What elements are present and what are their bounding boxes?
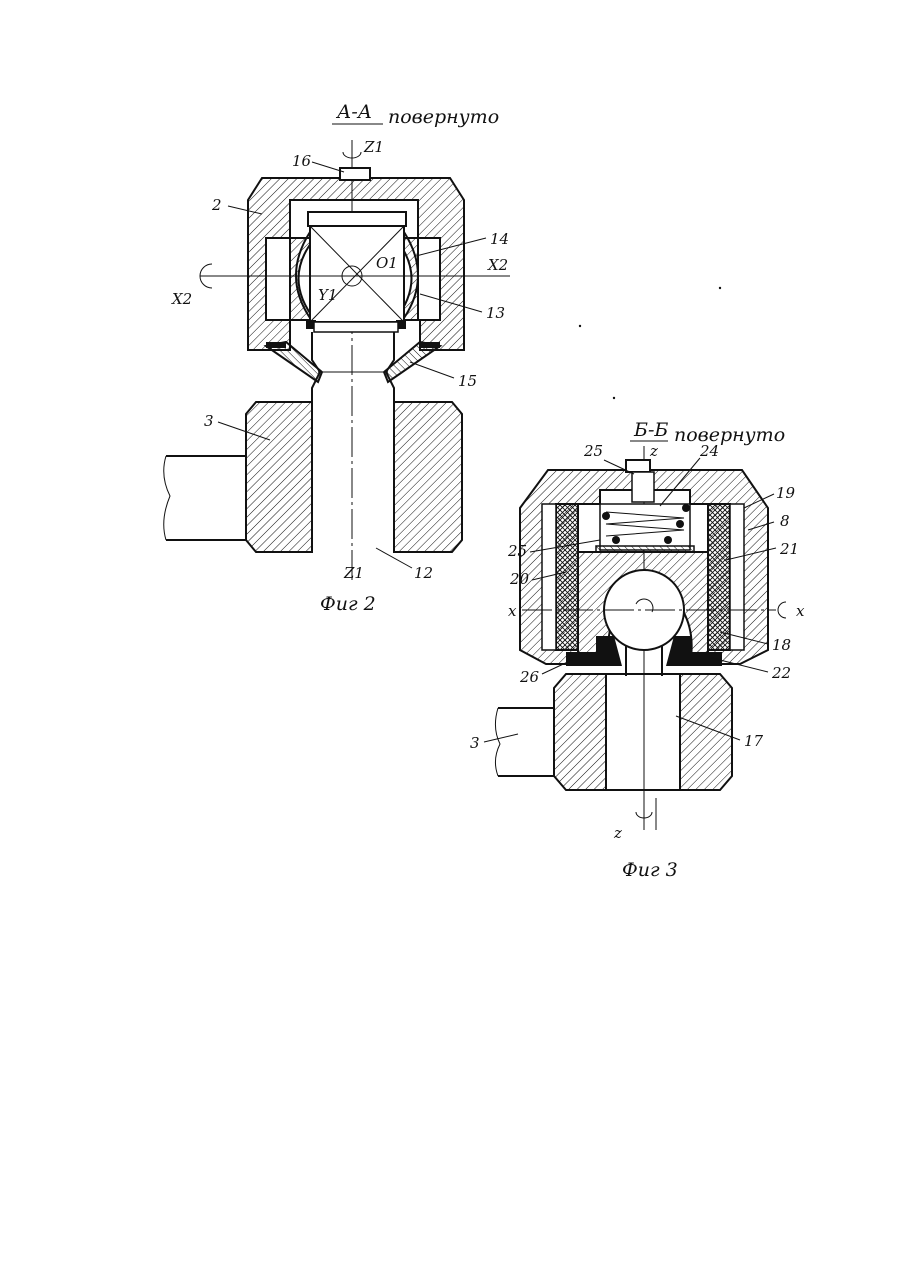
fig3-x-rotation-arrow [778,602,786,618]
fig2-label-16: 16 [292,152,312,170]
fig3-label-22: 22 [771,664,791,682]
lever-3-hub-left [246,402,312,552]
fig2-label-15: 15 [458,372,477,390]
scan-dot [579,325,581,327]
fig3-stem-25 [632,472,654,502]
fig3-label-24: 24 [699,442,719,460]
fig3-lever-hub-left [554,674,606,790]
fig3-pin [626,460,650,472]
pin-16 [340,168,370,180]
fig2-label-x2-right: X2 [487,256,508,274]
fig2-label-3: 3 [204,412,214,430]
fig3-label-20: 20 [509,570,530,588]
fig2-label-y1: Y1 [318,286,337,304]
fig3-label-x-right: x [796,602,805,620]
fig3-label-25b: 25 [507,542,527,560]
lever-3-arm [166,456,246,540]
fig2-label-z1-top: Z1 [363,138,384,156]
fig3-label-z-bottom: z [613,824,622,842]
fig2-label-x2-left: X2 [171,290,192,308]
fig2-section-title: А-А [335,101,372,123]
boot-clamp-left [266,342,286,348]
fig2-label-14: 14 [490,230,509,248]
boot-clamp-right [420,342,440,348]
fig2-label-13: 13 [486,304,505,322]
ball [664,536,672,544]
fig3-lever-3-arm [498,708,554,776]
fig2-label-o1: O1 [376,254,398,272]
ball [676,520,684,528]
fig3-label-3: 3 [470,734,480,752]
fig3-caption: Фиг 3 [622,859,678,881]
ball [682,504,690,512]
fig3-lever-hub-right [680,674,732,790]
fig3-section-title: Б-Б [633,419,668,441]
fig3-section-note: повернуто [674,424,785,446]
ball [612,536,620,544]
fig3-label-26: 26 [519,668,540,686]
leader-3b [484,734,518,742]
fig3-label-x-left: x [508,602,517,620]
scan-dot [719,287,721,289]
fig3-label-z-top: z [649,442,658,460]
bushing-21 [708,504,730,650]
fig2-label-z1-bottom: Z1 [343,564,364,582]
fig2-section-note: повернуто [388,106,499,128]
fig2-label-2: 2 [211,196,222,214]
fig3-label-17: 17 [744,732,764,750]
lever-break-line [164,456,170,540]
inner-plate [308,212,406,226]
fig2-caption: Фиг 2 [320,593,376,615]
fig2-label-12: 12 [414,564,433,582]
figure-3: Б-Б повернуто z z x [470,419,805,881]
sleeve-19 [730,504,744,650]
leader-15 [410,362,454,378]
bushing-20 [556,504,578,650]
fig3-label-18: 18 [772,636,791,654]
ball [602,512,610,520]
figure-2: А-А повернуто Z1 Z1 X2 X2 O1 Y1 [164,101,510,615]
fig3-label-21: 21 [779,540,799,558]
cube-base-plate [314,322,398,332]
fig3-label-25a: 25 [583,442,603,460]
scan-dot [613,397,615,399]
fig3-lever-break-line [495,708,500,776]
lever-3-hub-right [394,402,462,552]
fig3-label-19: 19 [776,484,796,502]
fig3-label-8: 8 [780,512,790,530]
